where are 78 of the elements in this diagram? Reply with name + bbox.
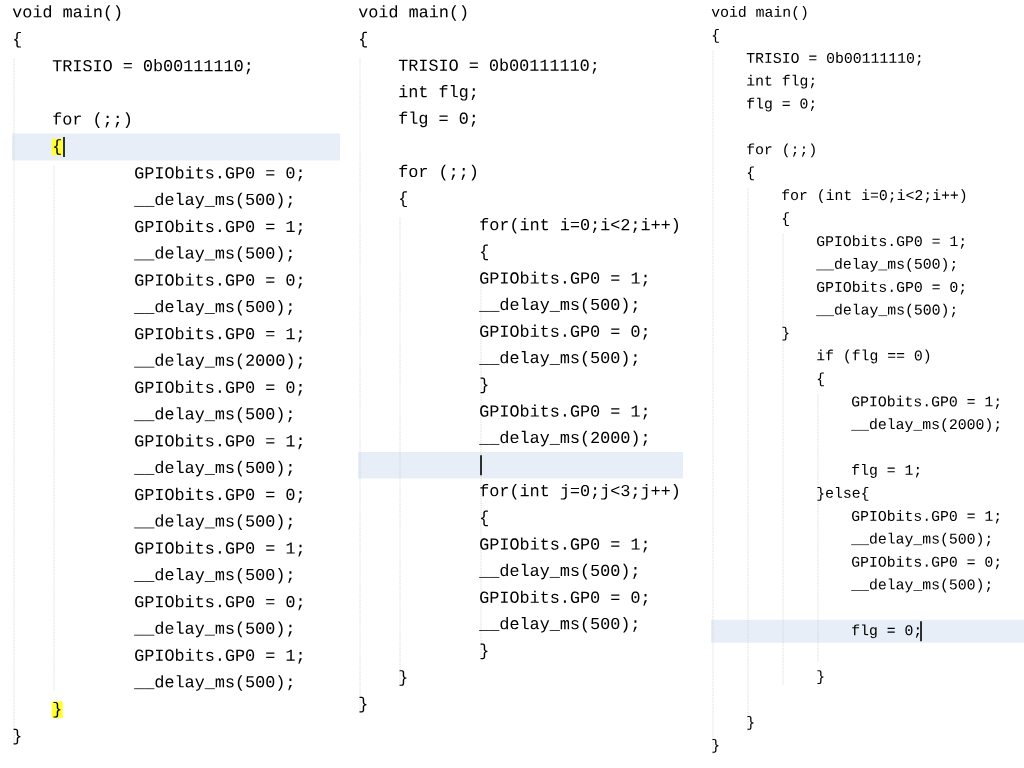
code-line: __delay_ms(500); — [816, 303, 956, 318]
code-line: GPIObits.GP0 = 0; — [852, 555, 999, 570]
code-line: GPIObits.GP0 = 0; — [480, 324, 647, 340]
code-line: { — [747, 166, 754, 181]
code-line: TRISIO = 0b00111110; — [398, 58, 597, 74]
code-line: GPIObits.GP0 = 1; — [480, 404, 647, 420]
code-line: __delay_ms(500); — [134, 192, 292, 209]
code-line: } — [13, 728, 21, 745]
code-line: for (;;) — [53, 112, 130, 128]
code-line: __delay_ms(500); — [134, 675, 292, 691]
code-line: __delay_ms(500); — [479, 297, 637, 314]
code-line: __delay_ms(500); — [816, 258, 956, 272]
code-line: for(int i=0;i<2;i++) — [480, 217, 678, 234]
code-line: { — [400, 191, 407, 207]
code-line: __delay_ms(500); — [851, 578, 991, 593]
code-line: flg = 0; — [399, 111, 476, 128]
code-line: __delay_ms(500); — [134, 567, 292, 584]
code-line: GPIObits.GP0 = 1; — [135, 541, 302, 557]
code-line: GPIObits.GP0 = 0; — [135, 166, 302, 182]
code-line: } — [817, 670, 824, 684]
code-line: void main() — [358, 5, 467, 21]
code-line: } — [747, 716, 754, 730]
code-line: { — [14, 31, 21, 48]
code-line: __delay_ms(2000); — [134, 353, 302, 370]
code-line: }else{ — [817, 487, 869, 501]
code-line: __delay_ms(500); — [851, 532, 991, 547]
code-line: for (;;) — [399, 164, 477, 181]
code-line: if (flg == 0) — [817, 349, 930, 364]
code-line: { — [782, 212, 789, 226]
code-line: flg = 1; — [852, 464, 920, 478]
code-line: GPIObits.GP0 = 0; — [135, 595, 302, 611]
code-line: } — [480, 643, 488, 660]
code-line: __delay_ms(2000); — [851, 418, 999, 433]
code-line: } — [399, 670, 407, 686]
code-line: GPIObits.GP0 = 1; — [852, 395, 999, 409]
code-line: __delay_ms(500); — [134, 514, 292, 530]
code-line: GPIObits.GP0 = 1; — [135, 219, 302, 235]
code-line: GPIObits.GP0 = 1; — [480, 271, 647, 287]
code-line: int flg; — [399, 84, 476, 101]
code-line: { — [481, 244, 488, 261]
code-line: { — [712, 29, 719, 43]
code-line: __delay_ms(500); — [134, 621, 292, 638]
code-line: TRISIO = 0b00111110; — [52, 59, 251, 75]
code-line: } — [782, 326, 789, 341]
code-line: int flg; — [747, 74, 815, 89]
code-line: for (;;) — [747, 143, 815, 158]
code-line: GPIObits.GP0 = 0; — [135, 380, 302, 396]
code-line: { — [481, 510, 488, 527]
code-line: flg = 0; — [852, 624, 920, 639]
code-line: GPIObits.GP0 = 1; — [135, 434, 302, 450]
code-line: flg = 0; — [747, 97, 815, 112]
code-line: { — [360, 31, 367, 48]
code-line: void main() — [12, 5, 121, 21]
code-line: GPIObits.GP0 = 1; — [817, 235, 964, 249]
code-line: GPIObits.GP0 = 0; — [817, 281, 964, 295]
code-line: void main() — [711, 6, 807, 20]
code-line: __delay_ms(500); — [134, 246, 292, 262]
code-line: GPIObits.GP0 = 1; — [480, 537, 647, 553]
code-line: __delay_ms(500); — [134, 299, 292, 316]
code-line: __delay_ms(500); — [479, 563, 637, 580]
code-line: } — [359, 696, 367, 713]
code-line: GPIObits.GP0 = 0; — [135, 487, 302, 503]
code-line: TRISIO = 0b00111110; — [746, 52, 921, 66]
code-line: __delay_ms(500); — [479, 350, 637, 367]
code-line: __delay_ms(500); — [479, 616, 637, 633]
code-line: __delay_ms(500); — [134, 460, 292, 477]
code-line: GPIObits.GP0 = 0; — [135, 273, 302, 289]
code-line: GPIObits.GP0 = 1; — [135, 648, 302, 664]
code-line: GPIObits.GP0 = 0; — [480, 590, 647, 606]
code-line: __delay_ms(2000); — [479, 430, 647, 447]
code-line: } — [480, 377, 488, 394]
code-line: __delay_ms(500); — [134, 407, 292, 423]
code-line: GPIObits.GP0 = 1; — [852, 510, 999, 524]
code-line: GPIObits.GP0 = 1; — [135, 327, 302, 343]
code-line: } — [712, 738, 719, 753]
code-line: { — [817, 372, 824, 387]
code-line: for (int i=0;i<2;i++) — [782, 189, 966, 204]
code-line: for(int j=0;j<3;j++) — [480, 483, 678, 500]
